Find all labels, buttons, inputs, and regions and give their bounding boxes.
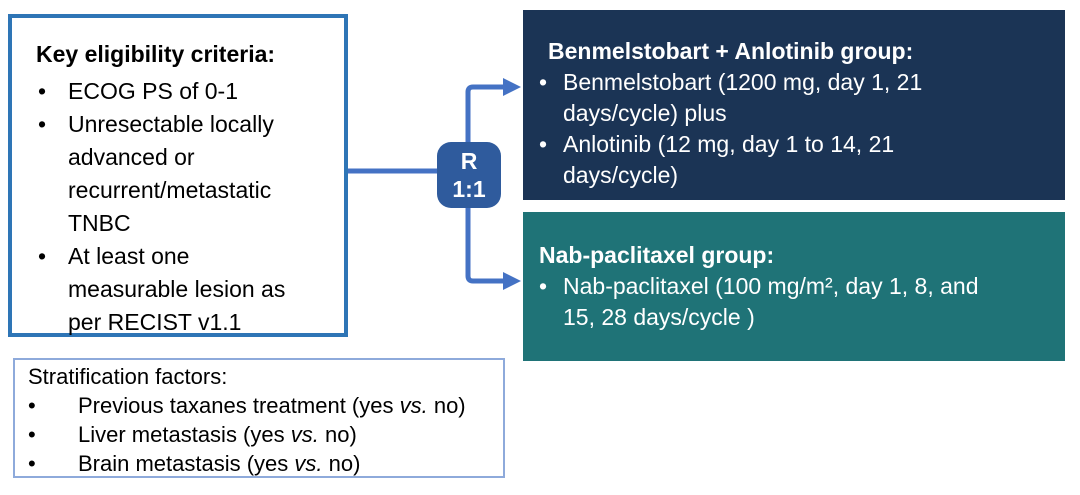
- eligibility-title: Key eligibility criteria:: [36, 41, 276, 67]
- arm2-list: Nab-paclitaxel (100 mg/m², day 1, 8, and…: [539, 271, 1045, 333]
- list-item: Brain metastasis (yes vs. no): [28, 449, 497, 478]
- stratification-title: Stratification factors:: [28, 364, 228, 389]
- list-item: ECOG PS of 0-1: [36, 75, 294, 108]
- list-item: Liver metastasis (yes vs. no): [28, 420, 497, 449]
- arm1-list: Benmelstobart (1200 mg, day 1, 21 days/c…: [539, 67, 1045, 191]
- arm2-box: Nab-paclitaxel group: Nab-paclitaxel (10…: [523, 212, 1065, 361]
- randomization-badge: R 1:1: [437, 142, 501, 208]
- randomization-symbol: R: [460, 148, 478, 174]
- vs-italic: vs.: [290, 422, 319, 447]
- list-item: Unresectable locally advanced or recurre…: [36, 108, 294, 240]
- vs-italic: vs.: [399, 393, 428, 418]
- vs-italic: vs.: [294, 451, 323, 476]
- list-item: Anlotinib (12 mg, day 1 to 14, 21 days/c…: [539, 129, 993, 191]
- eligibility-box: Key eligibility criteria: ECOG PS of 0-1…: [8, 14, 348, 337]
- eligibility-list: ECOG PS of 0-1 Unresectable locally adva…: [36, 75, 320, 339]
- stratification-list: Previous taxanes treatment (yes vs. no) …: [28, 391, 497, 478]
- arm1-box: Benmelstobart + Anlotinib group: Benmels…: [523, 10, 1065, 200]
- list-item: Nab-paclitaxel (100 mg/m², day 1, 8, and…: [539, 271, 993, 333]
- list-item: Benmelstobart (1200 mg, day 1, 21 days/c…: [539, 67, 993, 129]
- randomization-ratio: 1:1: [452, 176, 486, 202]
- stratification-box: Stratification factors: Previous taxanes…: [13, 358, 505, 478]
- arrowhead-top-icon: [503, 78, 521, 96]
- arm2-title: Nab-paclitaxel group:: [539, 242, 775, 268]
- arrowhead-bottom-icon: [503, 272, 521, 290]
- list-item: At least one measurable lesion as per RE…: [36, 240, 294, 339]
- list-item: Previous taxanes treatment (yes vs. no): [28, 391, 497, 420]
- arm1-title: Benmelstobart + Anlotinib group:: [548, 38, 914, 64]
